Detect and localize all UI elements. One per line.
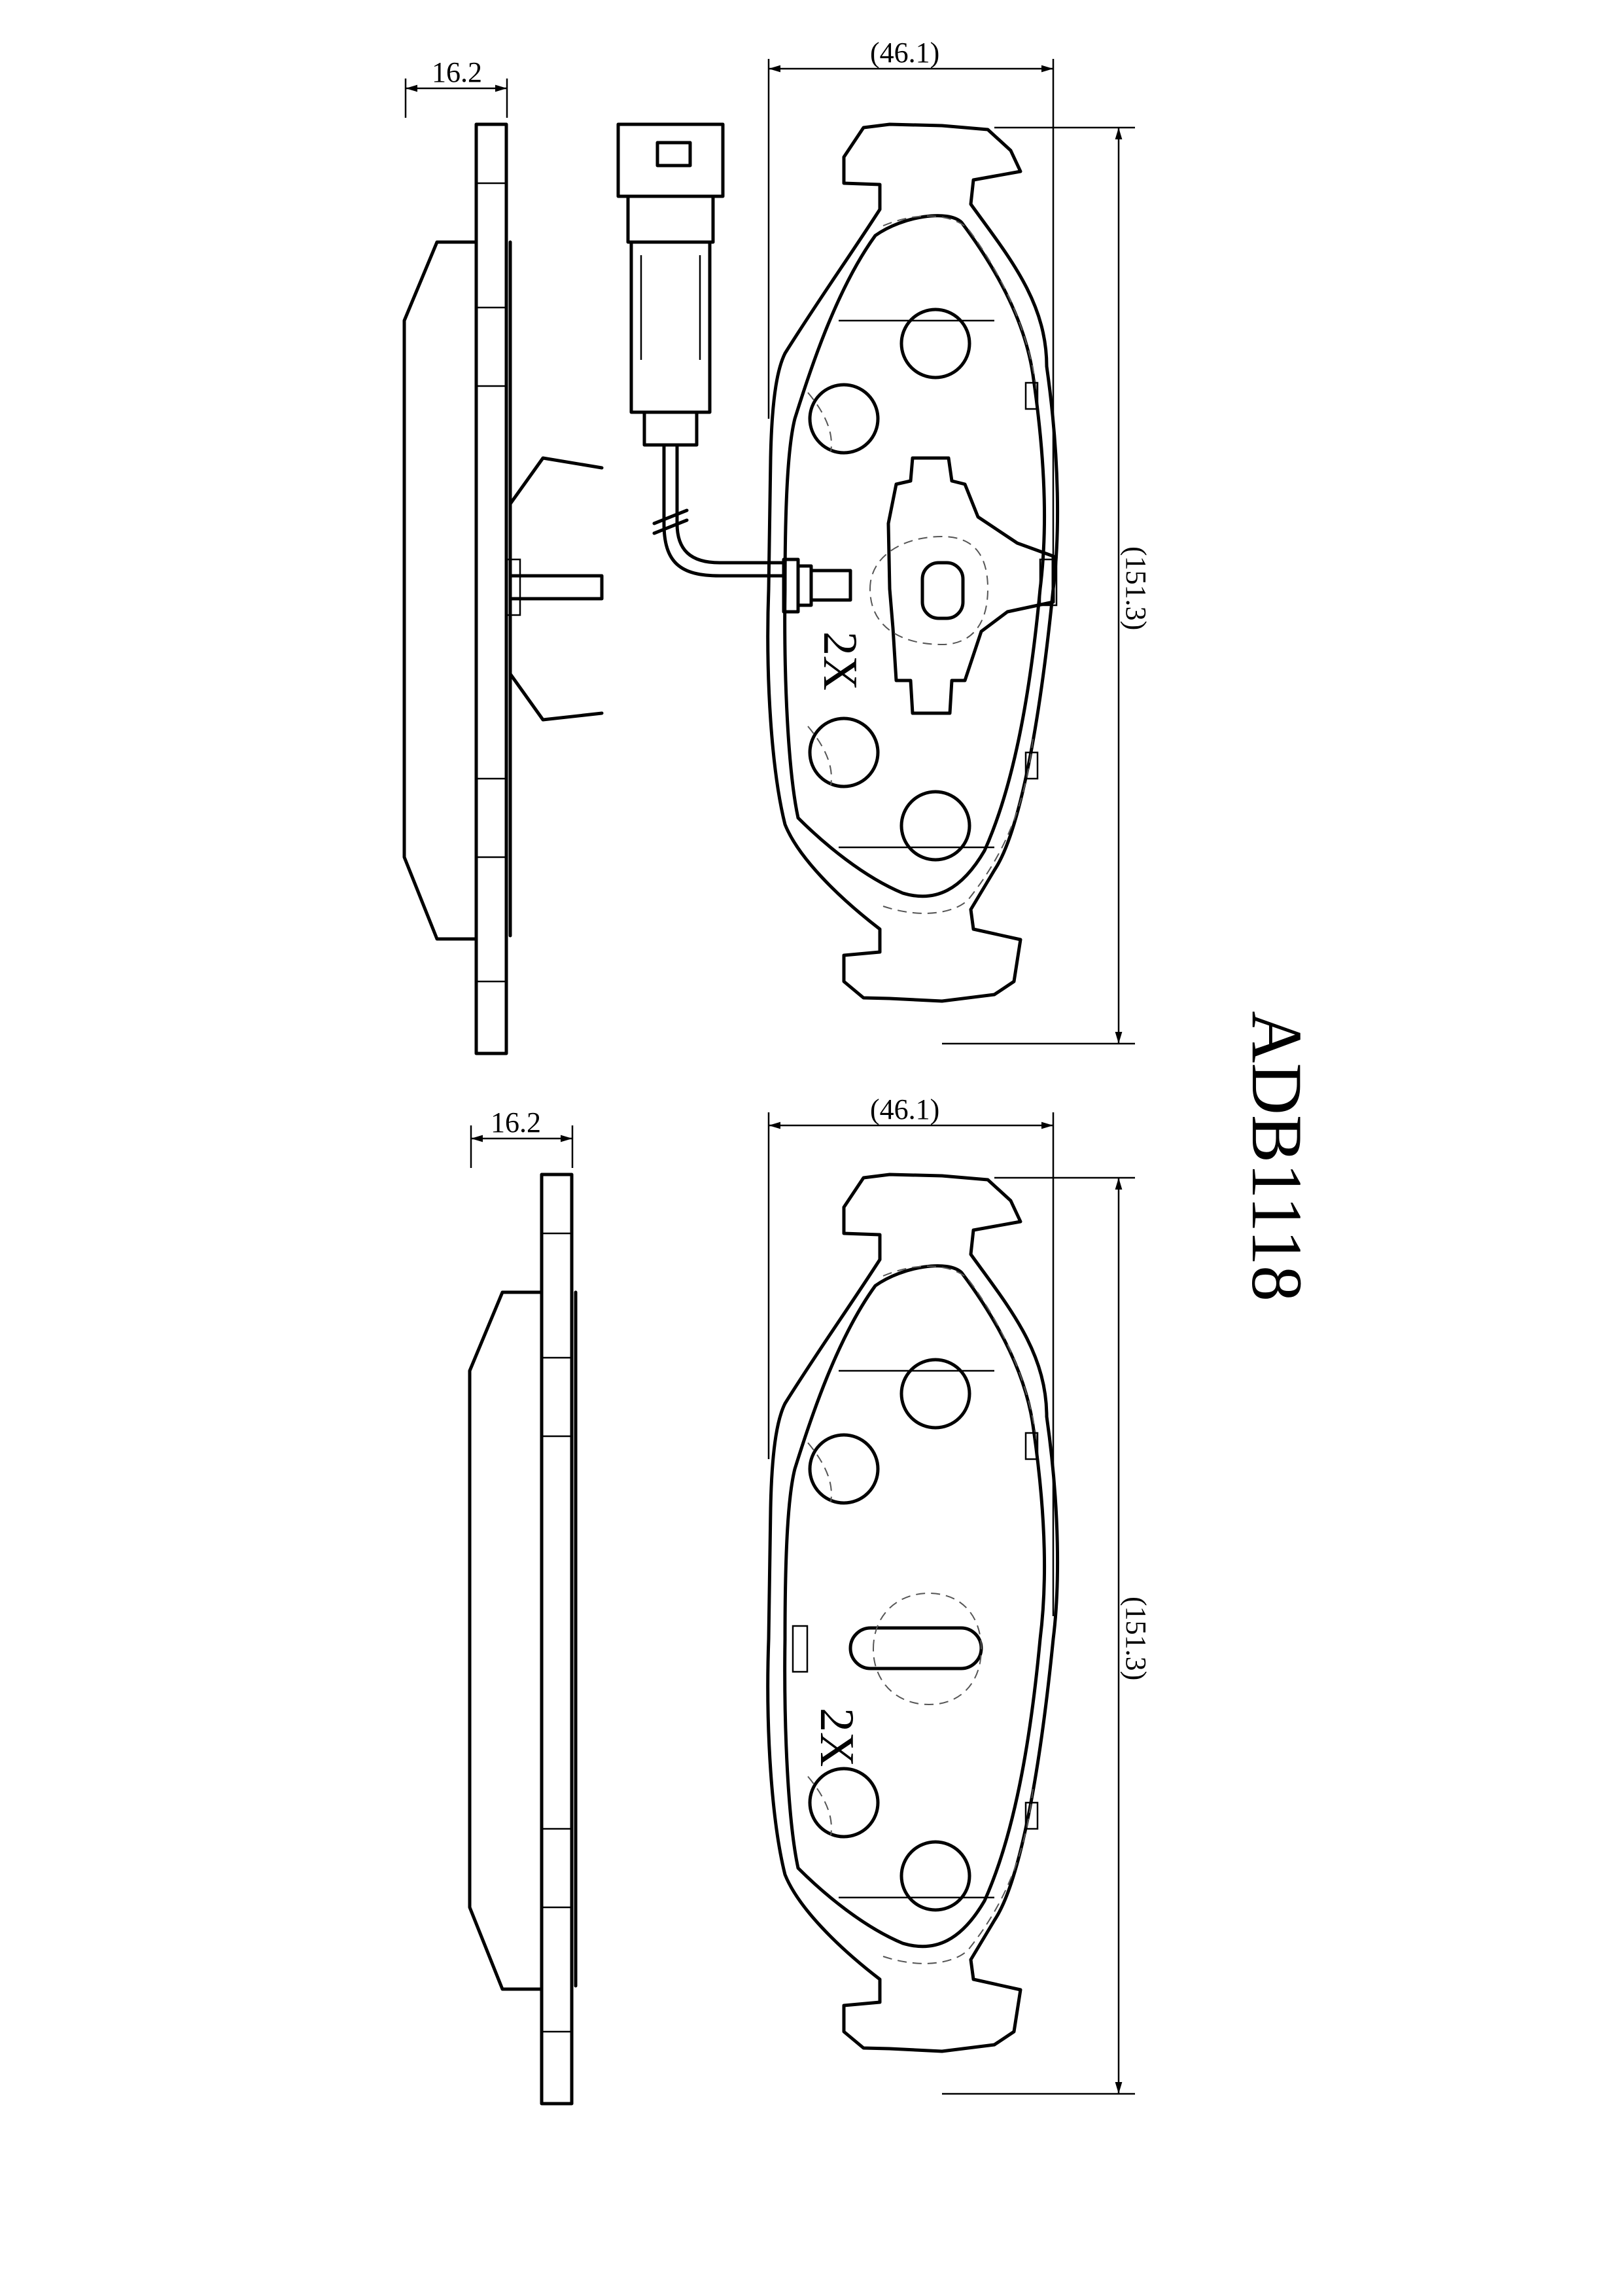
bottom-width-label: (46.1) [870, 1093, 939, 1125]
top-width-label: (46.1) [870, 37, 939, 69]
bottom-side-profile [470, 1174, 576, 2104]
bottom-pad-face [768, 1174, 1058, 2051]
top-thickness-label: 16.2 [432, 56, 482, 88]
top-side-profile [404, 124, 510, 1053]
top-quantity-label: 2X [813, 631, 867, 690]
top-pad-face [768, 124, 1058, 1001]
top-view: 16.2 2X [404, 37, 1152, 1053]
sensor-bracket [869, 456, 1058, 715]
bottom-length-label: (151.3) [1120, 1597, 1152, 1680]
top-length-label: (151.3) [1120, 546, 1152, 630]
part-code: ADB1118 [1237, 1011, 1317, 1301]
bottom-quantity-label: 2X [810, 1708, 864, 1767]
bottom-view: 16.2 2X (46.1) (151.3) [470, 1093, 1152, 2104]
bottom-thickness-label: 16.2 [491, 1106, 541, 1139]
retaining-spring [508, 456, 604, 722]
wear-sensor [616, 122, 852, 614]
